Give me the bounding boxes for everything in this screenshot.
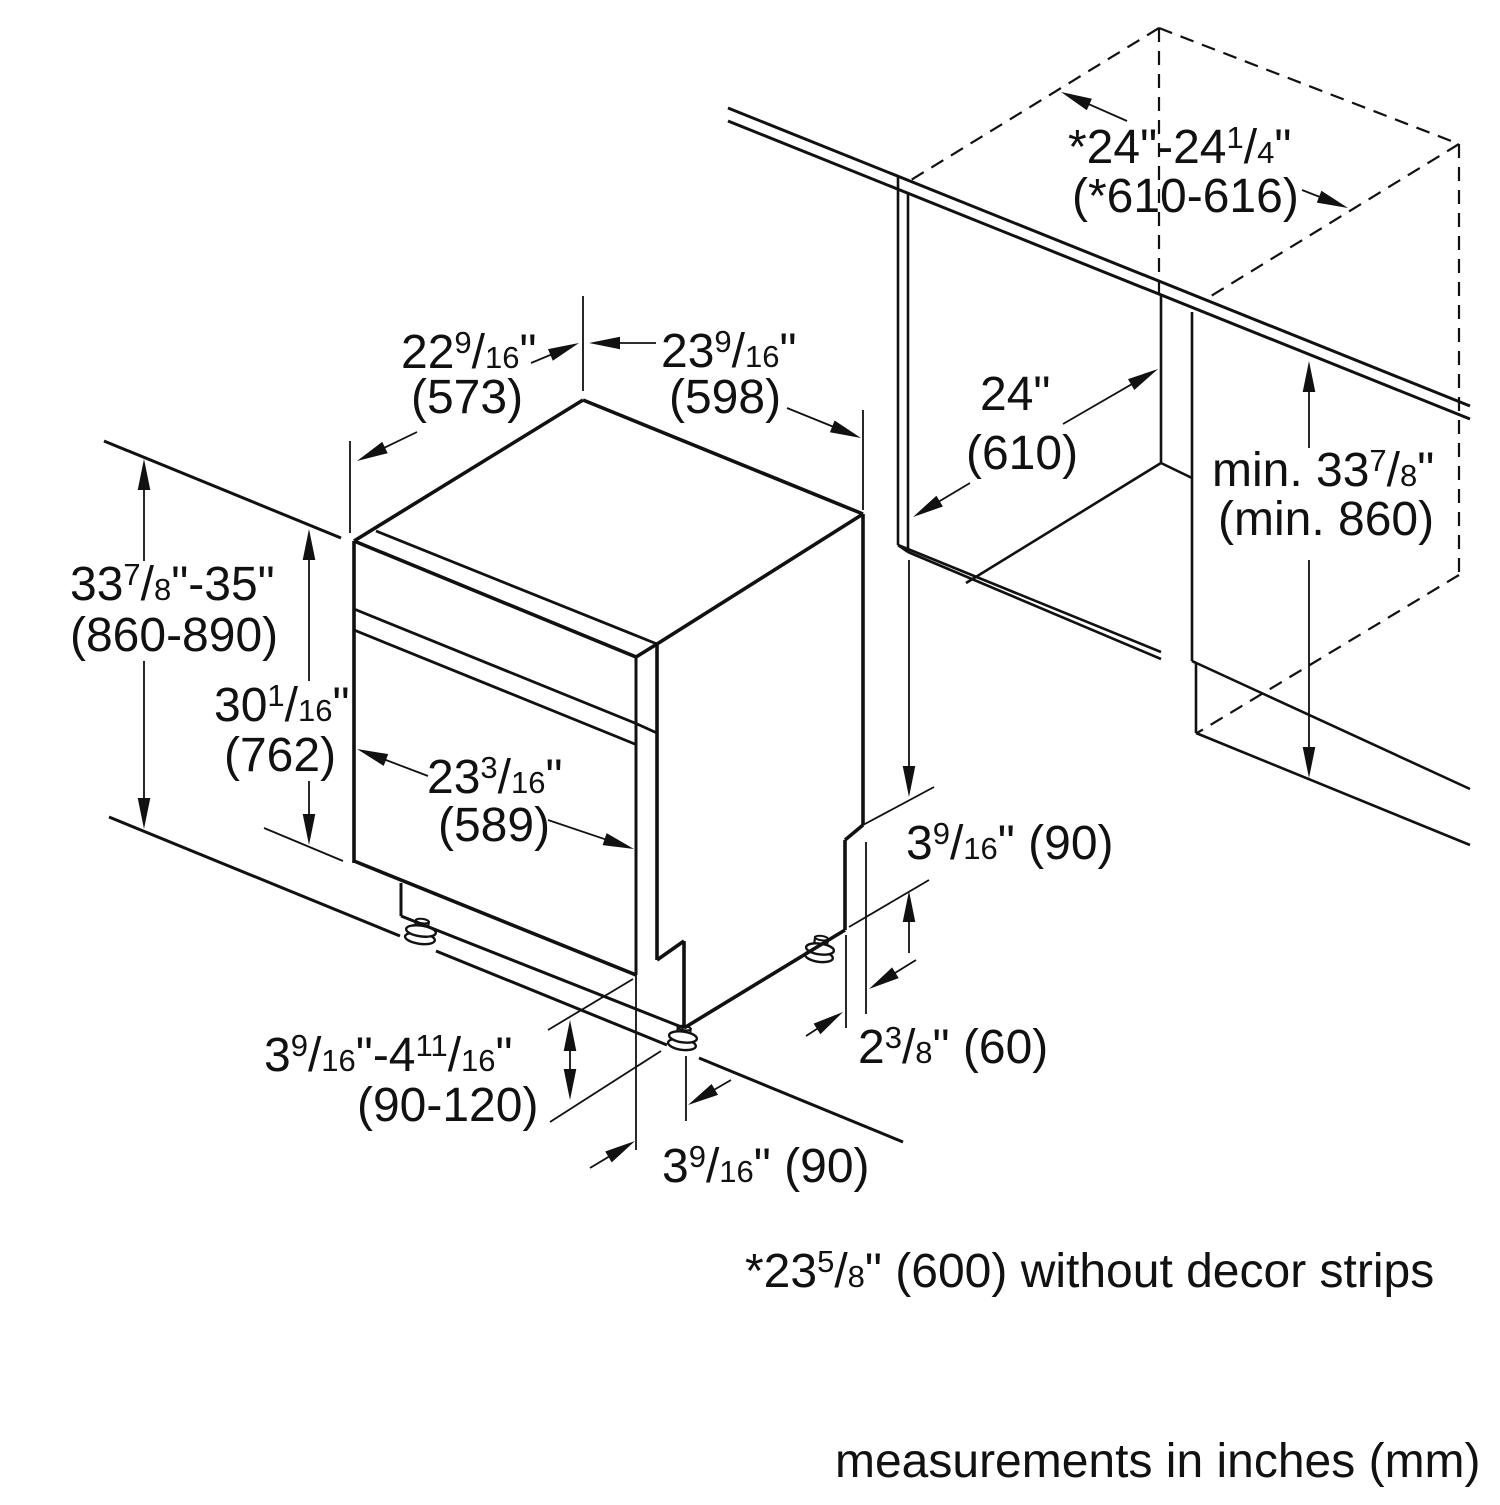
svg-text:*235/8" (600) without decor st: *235/8" (600) without decor strips — [745, 1244, 1434, 1298]
svg-text:(860-890): (860-890) — [70, 609, 278, 662]
svg-text:*24"-241/4": *24"-241/4" — [1068, 120, 1291, 174]
svg-text:39/16" (90): 39/16" (90) — [906, 816, 1114, 870]
svg-text:min. 337/8": min. 337/8" — [1212, 443, 1434, 497]
svg-text:measurements in inches (mm): measurements in inches (mm) — [835, 1435, 1481, 1488]
svg-text:301/16": 301/16" — [214, 678, 350, 732]
svg-text:233/16": 233/16" — [427, 750, 563, 804]
svg-text:23/8" (60): 23/8" (60) — [858, 1020, 1048, 1074]
svg-text:(762): (762) — [224, 729, 336, 782]
svg-text:(*610-616): (*610-616) — [1072, 170, 1299, 223]
svg-text:229/16": 229/16" — [401, 325, 537, 379]
svg-text:(598): (598) — [669, 371, 781, 424]
svg-text:(90-120): (90-120) — [357, 1079, 538, 1132]
svg-text:239/16": 239/16" — [661, 324, 797, 378]
svg-text:39/16" (90): 39/16" (90) — [662, 1139, 870, 1193]
svg-text:337/8"-35": 337/8"-35" — [70, 557, 275, 611]
svg-text:(min. 860): (min. 860) — [1218, 493, 1434, 546]
svg-text:(573): (573) — [411, 371, 523, 424]
svg-text:24": 24" — [980, 368, 1050, 421]
svg-text:39/16"-411/16": 39/16"-411/16" — [264, 1028, 513, 1082]
svg-text:(610): (610) — [966, 427, 1078, 480]
svg-text:(589): (589) — [438, 799, 550, 852]
